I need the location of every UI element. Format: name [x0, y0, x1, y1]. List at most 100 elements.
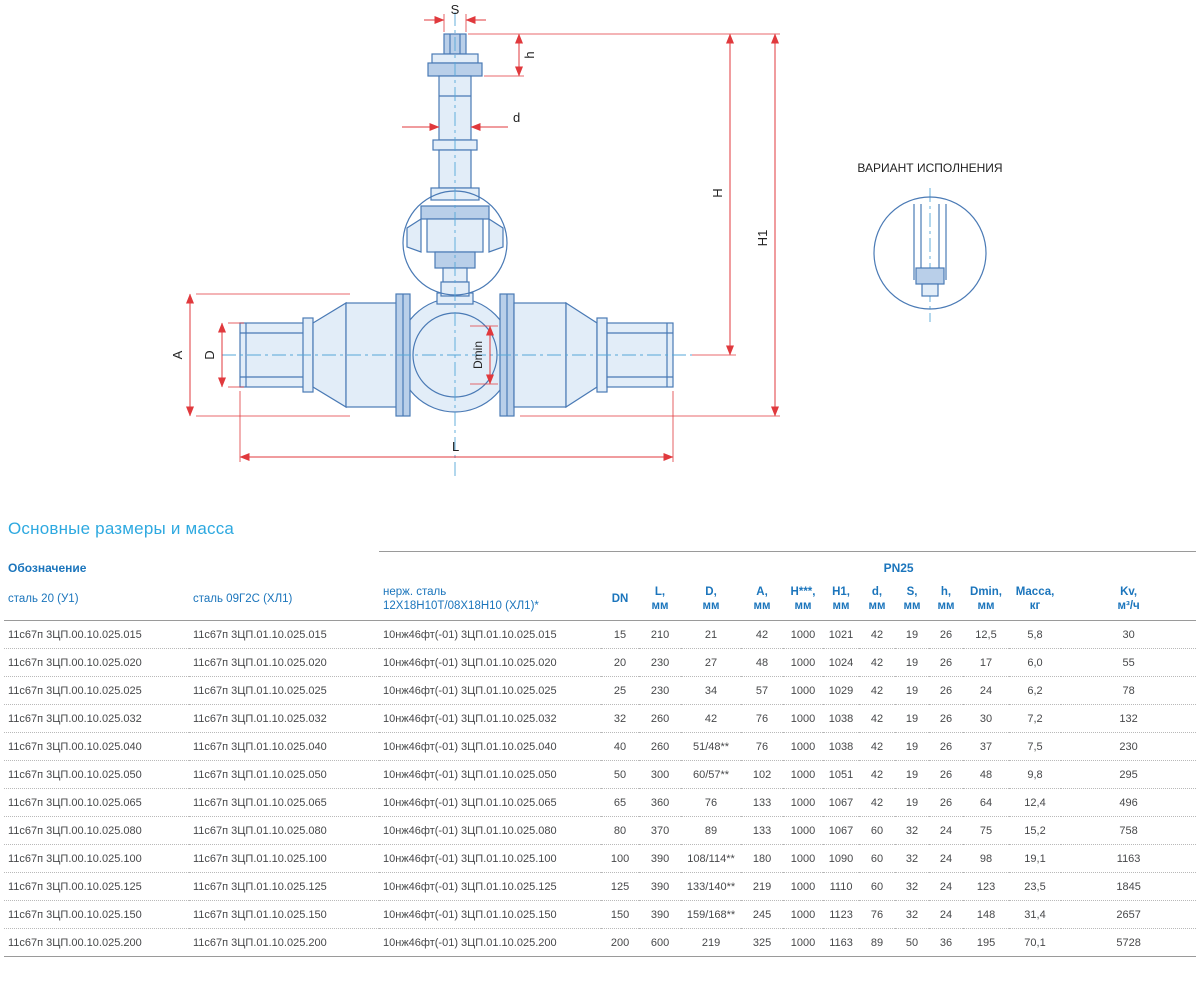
value-cell: 20: [601, 648, 640, 677]
value-cell: 6,0: [1009, 648, 1062, 677]
value-cell: 100: [601, 844, 640, 873]
value-cell: 78: [1061, 676, 1197, 705]
designation-cell: 11с67п 3ЦП.00.10.025.020: [4, 648, 189, 677]
designation-cell: 11с67п 3ЦП.00.10.025.032: [4, 704, 189, 733]
value-cell: 21: [681, 620, 742, 649]
value-cell: 42: [859, 760, 896, 789]
value-cell: 1090: [823, 844, 860, 873]
value-cell: 37: [963, 732, 1010, 761]
designation-cell: 11с67п 3ЦП.01.10.025.125: [189, 872, 380, 901]
value-cell: 5728: [1061, 928, 1197, 957]
dimension-column-header: DN: [601, 583, 640, 621]
dimension-lines: [186, 14, 780, 462]
dim-label-S: S: [451, 2, 460, 17]
value-cell: 26: [929, 732, 964, 761]
value-cell: 7,2: [1009, 704, 1062, 733]
value-cell: 26: [929, 760, 964, 789]
designation-cell: 11с67п 3ЦП.01.10.025.040: [189, 732, 380, 761]
value-cell: 600: [639, 928, 682, 957]
dim-label-A: A: [170, 350, 185, 359]
designation-cell: 11с67п 3ЦП.01.10.025.080: [189, 816, 380, 845]
value-cell: 27: [681, 648, 742, 677]
dimension-column-header: Kv,м³/ч: [1061, 583, 1197, 621]
value-cell: 150: [601, 900, 640, 929]
value-cell: 42: [859, 676, 896, 705]
value-cell: 76: [741, 732, 784, 761]
dimension-column-header: Масса,кг: [1009, 583, 1062, 621]
value-cell: 76: [681, 788, 742, 817]
designation-cell: 11с67п 3ЦП.00.10.025.150: [4, 900, 189, 929]
dimension-column-header: h,мм: [929, 583, 964, 621]
value-cell: 132: [1061, 704, 1197, 733]
designation-cell: 11с67п 3ЦП.00.10.025.050: [4, 760, 189, 789]
value-cell: 23,5: [1009, 872, 1062, 901]
value-cell: 50: [895, 928, 930, 957]
designation-cell: 11с67п 3ЦП.01.10.025.020: [189, 648, 380, 677]
designation-cell: 11с67п 3ЦП.00.10.025.040: [4, 732, 189, 761]
value-cell: 1123: [823, 900, 860, 929]
value-cell: 12,5: [963, 620, 1010, 649]
value-cell: 1000: [783, 872, 824, 901]
value-cell: 42: [859, 648, 896, 677]
designation-cell: 11с67п 3ЦП.01.10.025.025: [189, 676, 380, 705]
value-cell: 1000: [783, 760, 824, 789]
dimension-column-header: L,мм: [639, 583, 682, 621]
value-cell: 125: [601, 872, 640, 901]
designation-column-header: сталь 09Г2С (ХЛ1): [189, 583, 380, 621]
variant-label: ВАРИАНТ ИСПОЛНЕНИЯ: [857, 161, 1002, 175]
value-cell: 30: [963, 704, 1010, 733]
value-cell: 200: [601, 928, 640, 957]
designation-cell: 10нж46фт(-01) 3ЦП.01.10.025.065: [379, 788, 602, 817]
designation-cell: 11с67п 3ЦП.01.10.025.200: [189, 928, 380, 957]
designation-cell: 11с67п 3ЦП.00.10.025.200: [4, 928, 189, 957]
value-cell: 34: [681, 676, 742, 705]
designation-cell: 11с67п 3ЦП.00.10.025.125: [4, 872, 189, 901]
value-cell: 1021: [823, 620, 860, 649]
value-cell: 390: [639, 844, 682, 873]
value-cell: 80: [601, 816, 640, 845]
value-cell: 19: [895, 788, 930, 817]
value-cell: 40: [601, 732, 640, 761]
dimension-column-header: H1,мм: [823, 583, 860, 621]
value-cell: 12,4: [1009, 788, 1062, 817]
value-cell: 1000: [783, 816, 824, 845]
value-cell: 25: [601, 676, 640, 705]
value-cell: 102: [741, 760, 784, 789]
designation-cell: 11с67п 3ЦП.00.10.025.100: [4, 844, 189, 873]
value-cell: 180: [741, 844, 784, 873]
valve-body: [239, 292, 674, 417]
value-cell: 42: [859, 788, 896, 817]
value-cell: 108/114**: [681, 844, 742, 873]
value-cell: 19: [895, 676, 930, 705]
dim-label-Dmin: Dmin: [471, 341, 485, 369]
value-cell: 42: [681, 704, 742, 733]
value-cell: 19: [895, 620, 930, 649]
value-cell: 15,2: [1009, 816, 1062, 845]
dimension-column-header: A,мм: [741, 583, 784, 621]
designation-cell: 11с67п 3ЦП.00.10.025.080: [4, 816, 189, 845]
value-cell: 30: [1061, 620, 1197, 649]
value-cell: 6,2: [1009, 676, 1062, 705]
dimension-column-header: D,мм: [681, 583, 742, 621]
value-cell: 230: [639, 676, 682, 705]
valve-assembly-drawing: S h d H H1 A D Dmin L ВАРИАНТ ИСПОЛНЕНИЯ: [170, 2, 1003, 478]
value-cell: 1000: [783, 900, 824, 929]
value-cell: 370: [639, 816, 682, 845]
value-cell: 360: [639, 788, 682, 817]
value-cell: 1067: [823, 788, 860, 817]
value-cell: 42: [859, 704, 896, 733]
designation-cell: 10нж46фт(-01) 3ЦП.01.10.025.015: [379, 620, 602, 649]
dim-label-D: D: [202, 350, 217, 359]
value-cell: 133: [741, 816, 784, 845]
value-cell: 42: [741, 620, 784, 649]
designation-cell: 11с67п 3ЦП.01.10.025.150: [189, 900, 380, 929]
value-cell: 2657: [1061, 900, 1197, 929]
value-cell: 230: [639, 648, 682, 677]
value-cell: 5,8: [1009, 620, 1062, 649]
